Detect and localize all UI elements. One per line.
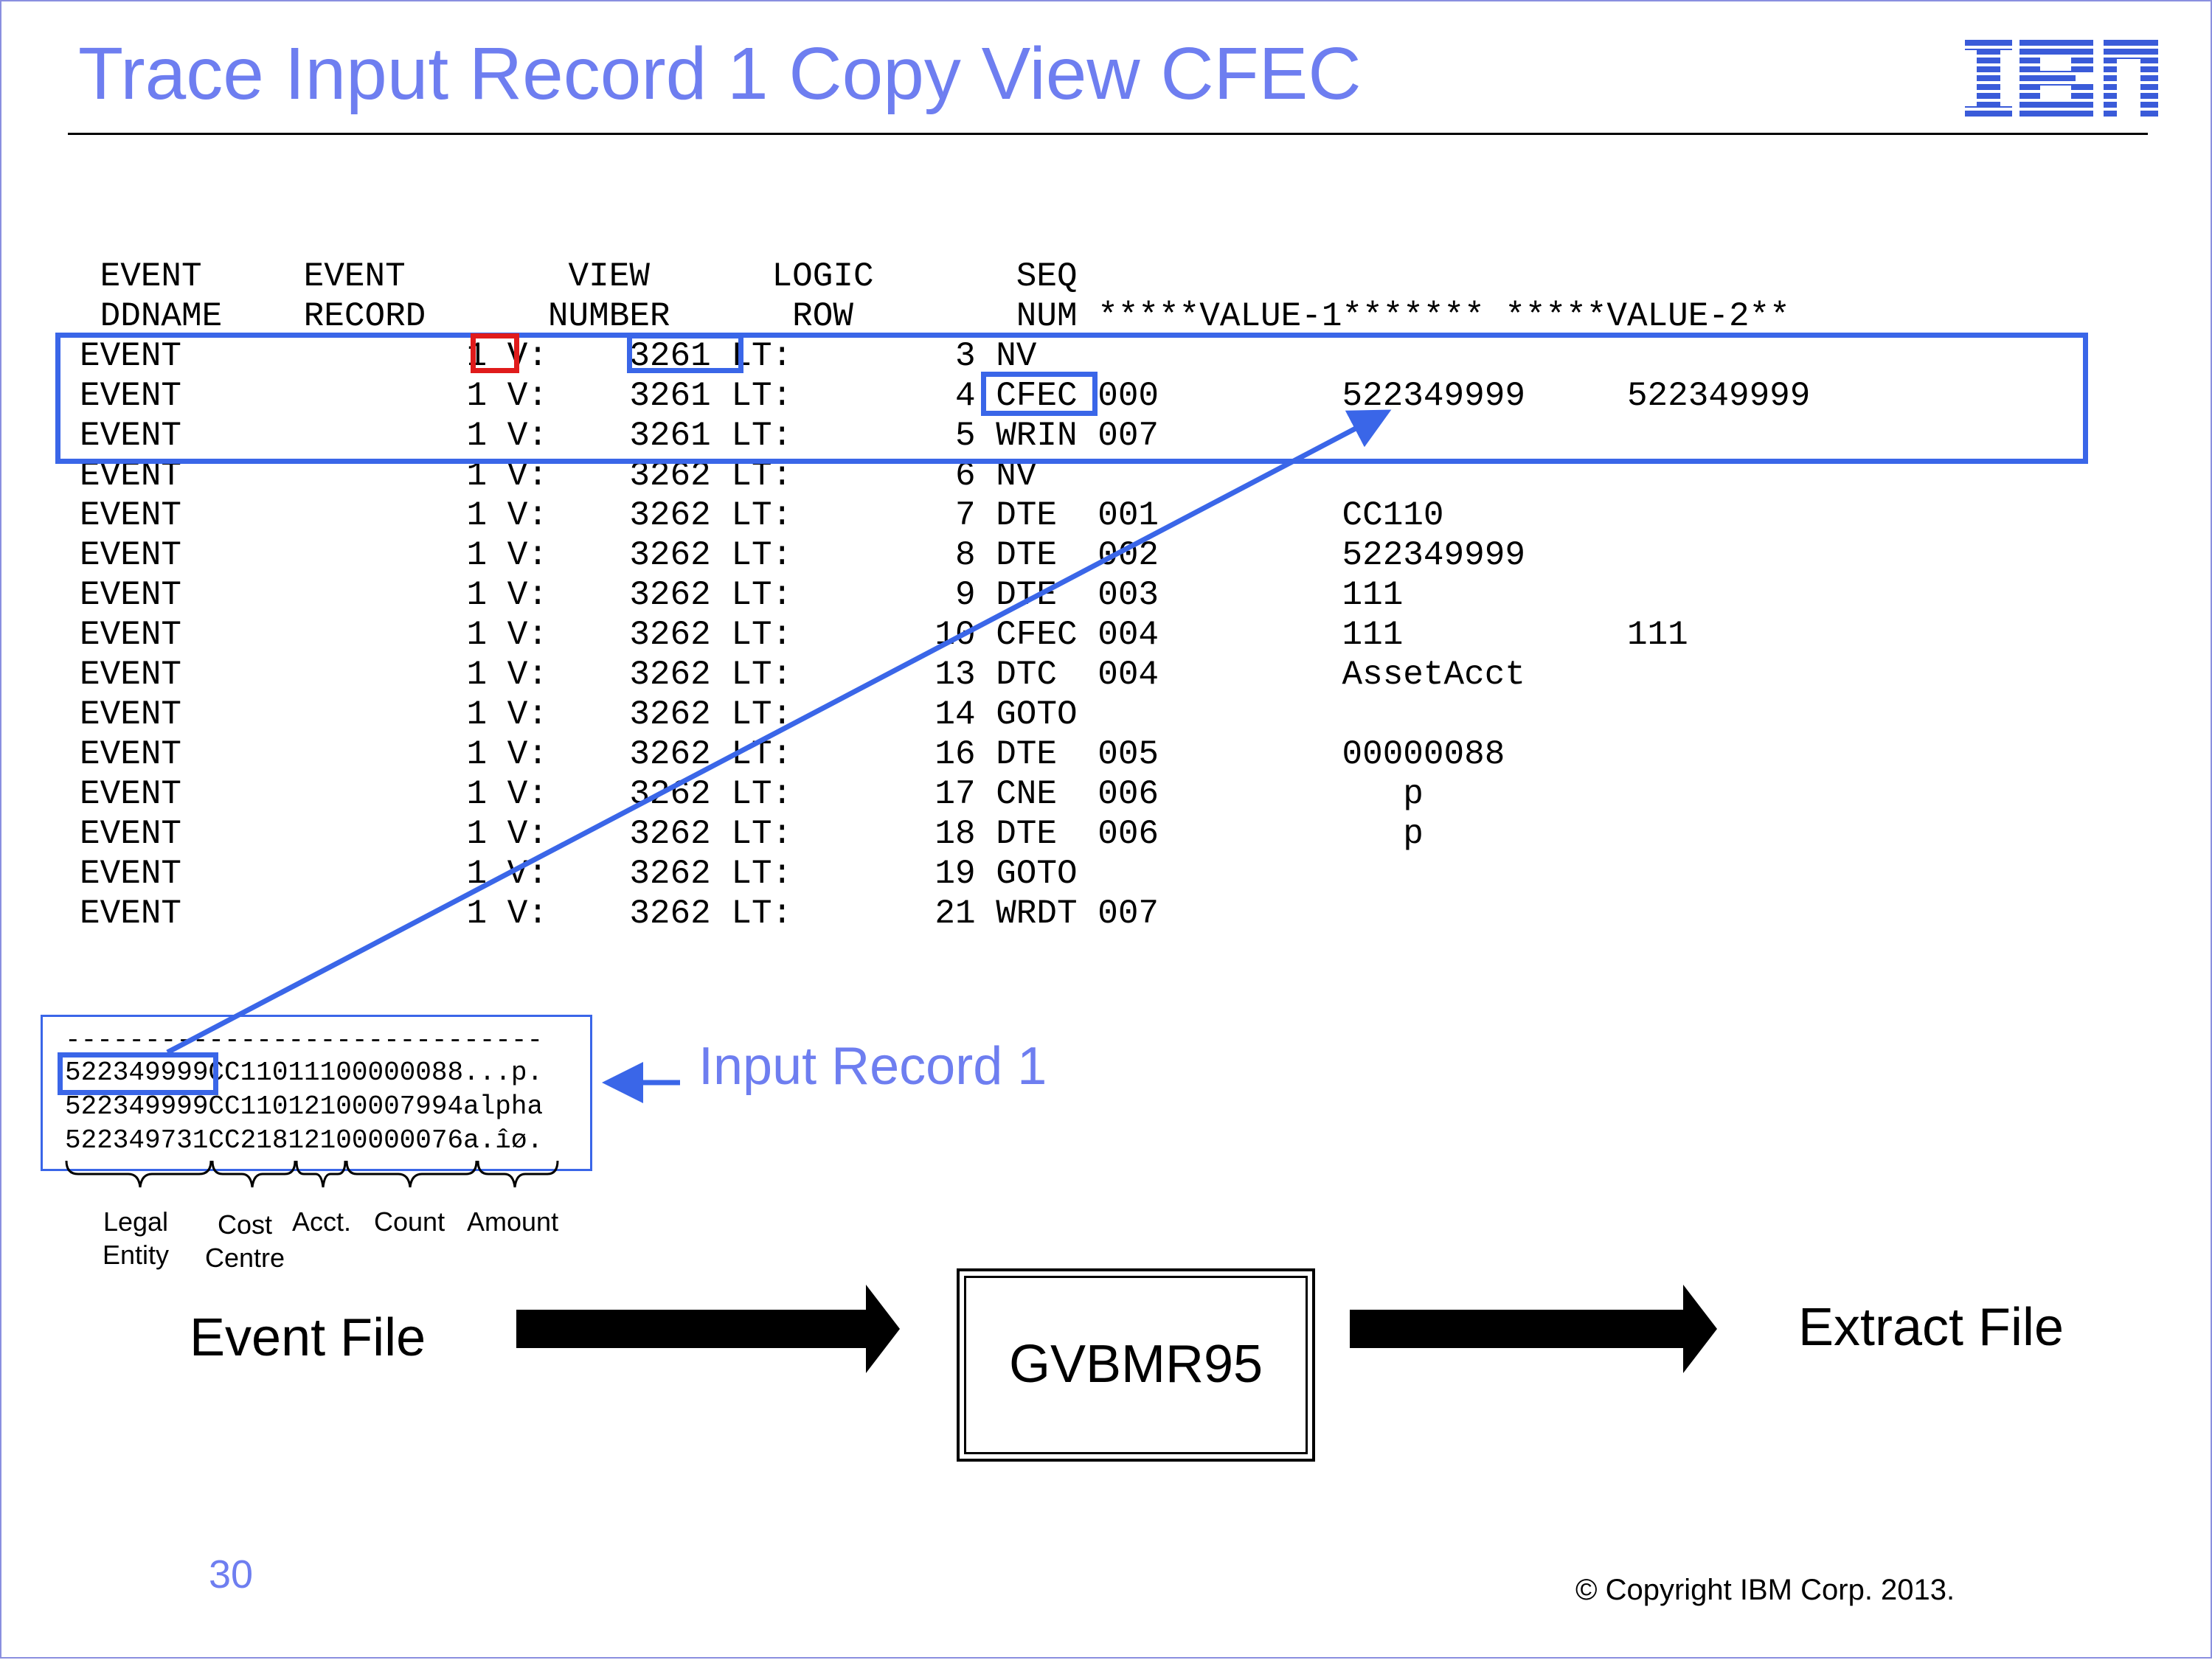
event-file-label: Event File [190,1308,426,1367]
trace-row: EVENT 1 V: 3262 LT: 16 DTE 005 00000088 [80,735,1505,774]
right-arrow-icon [1350,1285,1717,1373]
extract-file-label: Extract File [1798,1298,2064,1357]
page-number: 30 [209,1552,254,1597]
trace-listing: EVENT EVENT VIEW LOGIC SEQ DDNAME RECORD… [1,1,2212,960]
cfec-function-highlight [981,372,1098,416]
trace-header-line-2: DDNAME RECORD NUMBER ROW NUM *****VALUE-… [80,297,1790,336]
trace-row: EVENT 1 V: 3262 LT: 17 CNE 006 p [80,775,1424,813]
trace-row: EVENT 1 V: 3262 LT: 14 GOTO [80,695,1078,734]
trace-row: EVENT 1 V: 3261 LT: 4 CFEC 000 522349999… [80,377,1811,415]
record-line: 522349999CC11012100007994alpha [65,1091,544,1122]
right-arrow-icon [516,1285,900,1373]
field-amount: Amount [467,1206,559,1237]
trace-row: EVENT 1 V: 3262 LT: 8 DTE 002 522349999 [80,536,1525,574]
trace-row: EVENT 1 V: 3262 LT: 18 DTE 006 p [80,815,1424,853]
field-cost-centre: Cost Centre [204,1209,285,1273]
trace-row: EVENT 1 V: 3262 LT: 21 WRDT 007 [80,895,1159,933]
slide-title: Trace Input Record 1 Copy View CFEC [78,32,1362,115]
view-number-highlight [627,333,743,373]
legal-entity-value-highlight [58,1052,218,1095]
trace-row: EVENT 1 V: 3262 LT: 9 DTE 003 111 [80,576,1404,614]
program-label: GVBMR95 [1008,1335,1263,1394]
trace-header-line-1: EVENT EVENT VIEW LOGIC SEQ [80,257,1078,296]
program-box: GVBMR95 [957,1268,1315,1462]
trace-row: EVENT 1 V: 3262 LT: 7 DTE 001 CC110 [80,496,1444,535]
record-line: 522349731CC21812100000076a.îø. [65,1125,544,1156]
trace-row: EVENT 1 V: 3262 LT: 19 GOTO [80,855,1078,893]
field-acct: Acct. [292,1206,352,1237]
trace-row: EVENT 1 V: 3261 LT: 3 NV [80,337,1037,375]
trace-row: EVENT 1 V: 3262 LT: 10 CFEC 004 111 111 [80,616,1688,654]
input-record-box: ------------------------------ 522349999… [41,1015,592,1171]
trace-row: EVENT 1 V: 3262 LT: 13 DTC 004 AssetAcct [80,656,1525,694]
title-divider [68,133,2148,135]
copyright-text: © Copyright IBM Corp. 2013. [1575,1574,1955,1606]
record-separator: ------------------------------ [65,1025,544,1055]
ibm-logo [1965,40,2158,117]
event-record-highlight [471,333,519,373]
record-line: 522349999CC11011100000088...p. [65,1058,544,1088]
input-record-label: Input Record 1 [698,1037,1047,1096]
field-legal-entity: Legal Entity [102,1206,170,1270]
field-count: Count [374,1206,445,1237]
